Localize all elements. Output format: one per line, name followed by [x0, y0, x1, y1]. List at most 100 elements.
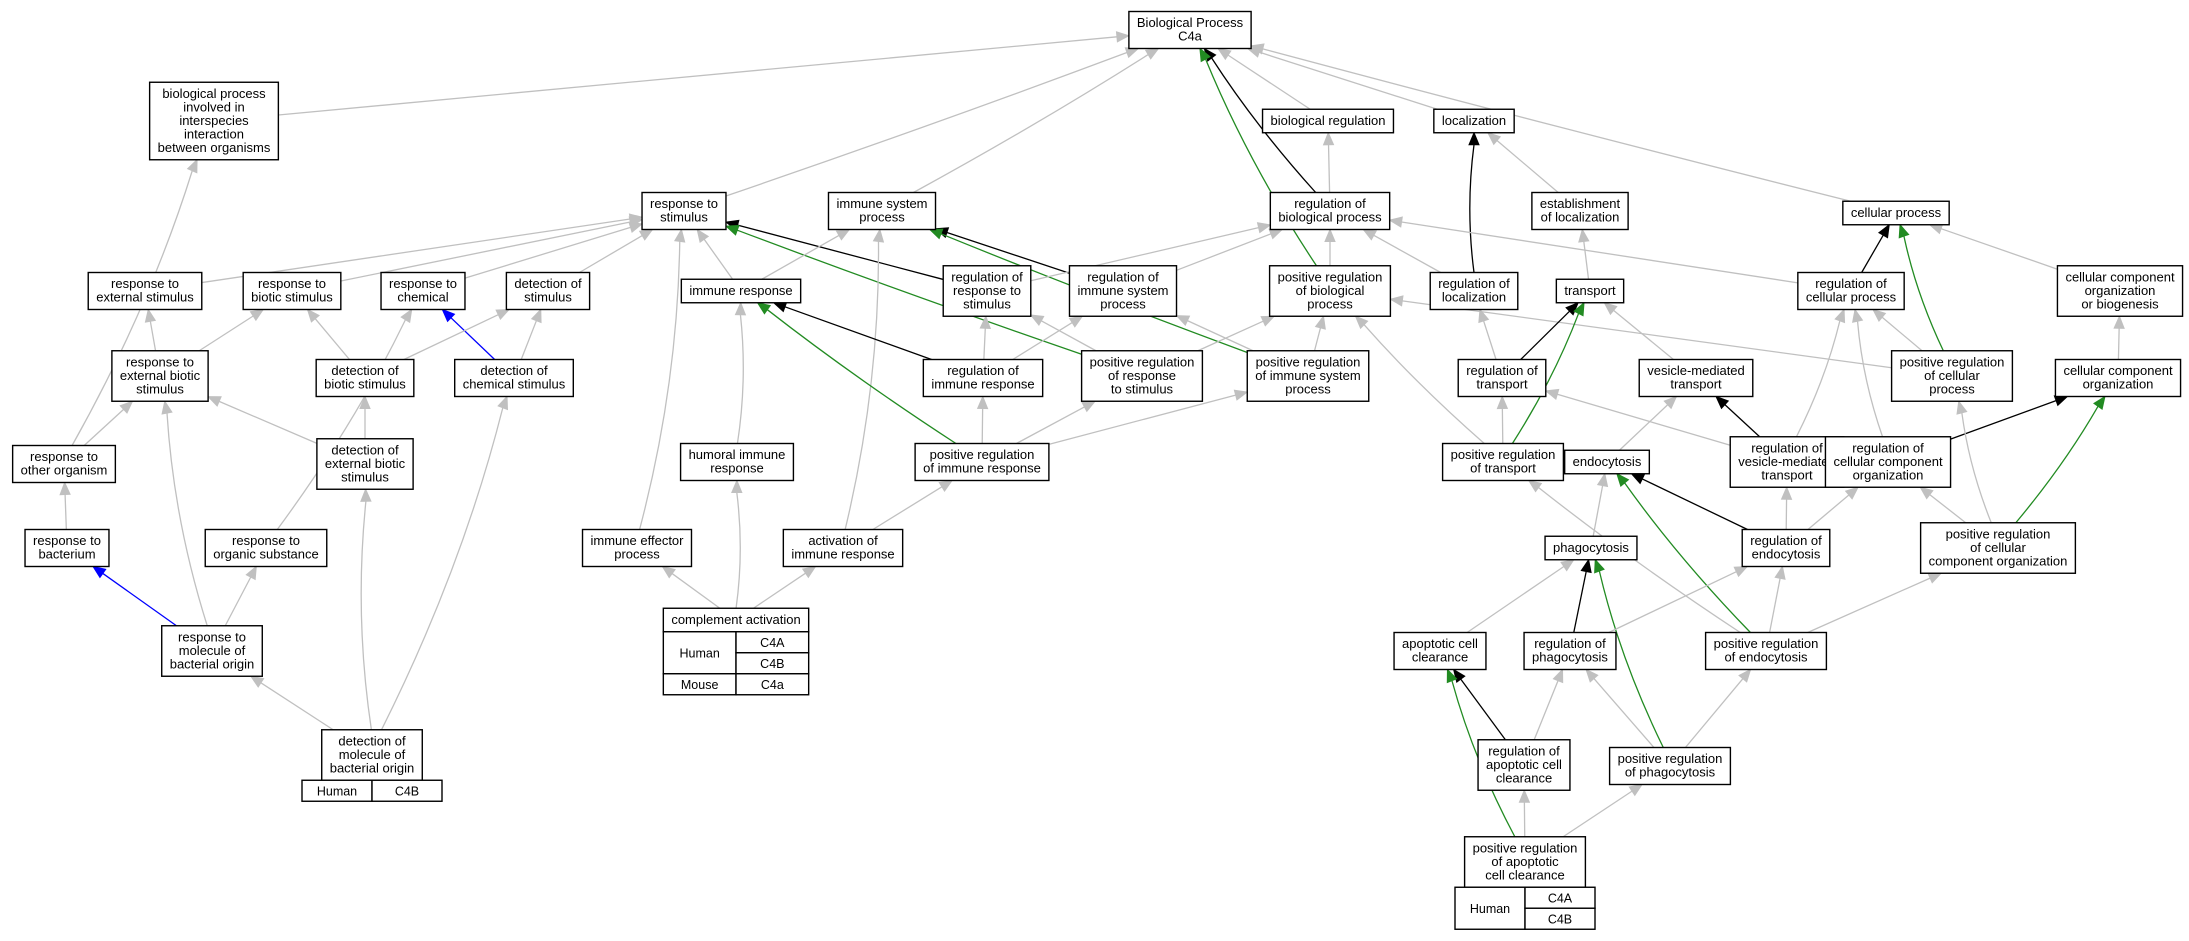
- gene-cell[interactable]: [371, 779, 443, 802]
- go-term-cell-proc[interactable]: cellular process: [1842, 200, 1950, 226]
- term-box: [204, 528, 328, 568]
- is-a-edge: [1557, 393, 1731, 446]
- go-term-immune-resp[interactable]: immune response: [680, 278, 802, 304]
- term-box: [1704, 631, 1828, 671]
- regulates-edge-arrowhead: [1580, 558, 1592, 574]
- term-label-line: stimulus: [963, 296, 1011, 311]
- term-label-line: cellular component: [1833, 454, 1943, 469]
- is-a-edge: [1197, 320, 1264, 352]
- is-a-edge: [276, 319, 407, 530]
- go-term-phagocytosis[interactable]: phagocytosis: [1544, 535, 1638, 561]
- term-label-line: interaction: [184, 126, 244, 141]
- go-term-localization[interactable]: localization: [1433, 108, 1515, 134]
- term-box: [1890, 350, 2014, 402]
- term-box: [1393, 631, 1487, 671]
- is-a-edge-arrowhead: [1527, 479, 1543, 493]
- positively-regulates-edge: [766, 309, 957, 445]
- term-box: [641, 191, 727, 231]
- go-term-transport[interactable]: transport: [1555, 278, 1625, 304]
- is-a-edge-arrowhead: [306, 308, 320, 323]
- regulates-edge: [1520, 310, 1571, 360]
- is-a-edge: [638, 241, 681, 530]
- term-label-line: response to: [389, 276, 457, 291]
- positively-regulates-edge-arrowhead: [1594, 558, 1605, 574]
- go-term-endocytosis[interactable]: endocytosis: [1563, 449, 1651, 475]
- is-a-edge-arrowhead: [661, 565, 676, 579]
- term-label-line: regulation of: [947, 363, 1019, 378]
- term-box: [1068, 265, 1178, 317]
- is-a-edge: [1807, 577, 1931, 634]
- term-label-line: organization: [2085, 283, 2156, 298]
- term-label-line: detection of: [338, 733, 406, 748]
- term-label-line: endocytosis: [1573, 454, 1642, 469]
- gene-cell[interactable]: [735, 673, 810, 696]
- is-a-edge: [1583, 241, 1590, 280]
- gene-label: C4B: [760, 657, 784, 671]
- gene-label: C4A: [1548, 891, 1573, 905]
- term-label-line: immune response: [931, 377, 1034, 392]
- is-a-edge: [83, 408, 125, 446]
- term-label-line: regulation of: [1087, 269, 1159, 284]
- is-a-edge: [64, 494, 67, 530]
- is-a-edge-arrowhead: [1175, 315, 1191, 327]
- go-term-bioreg[interactable]: biological regulation: [1261, 108, 1395, 134]
- term-label-line: biological regulation: [1271, 113, 1386, 128]
- term-label-line: immune response: [791, 547, 894, 562]
- term-box: [380, 271, 466, 311]
- is-a-edge-arrowhead: [249, 308, 265, 322]
- term-label-line: biological process: [162, 86, 266, 101]
- is-a-edge-arrowhead: [1068, 315, 1084, 328]
- term-label-line: detection of: [331, 363, 399, 378]
- is-a-edge: [1327, 144, 1331, 193]
- gene-cell[interactable]: [1524, 907, 1596, 930]
